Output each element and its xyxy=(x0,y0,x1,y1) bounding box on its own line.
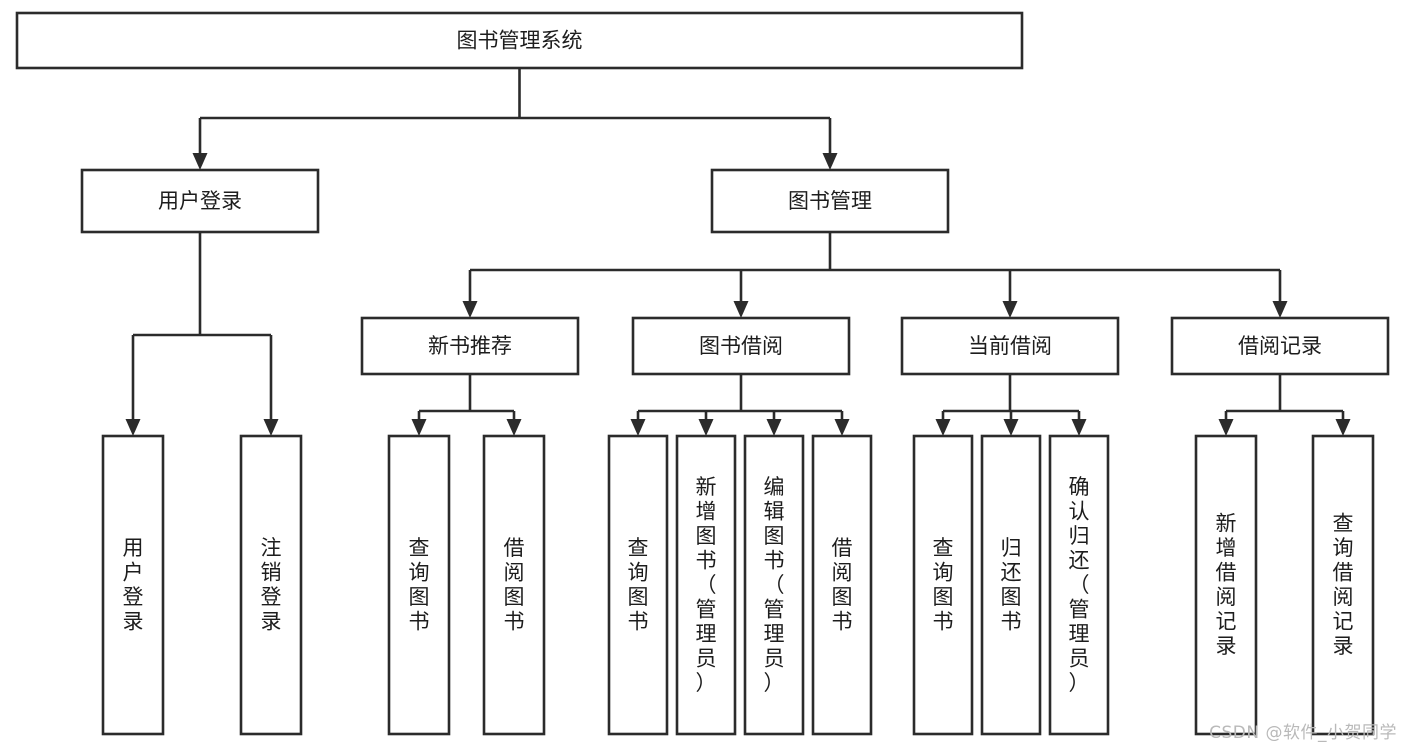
node-label-borrow-record: 借阅记录 xyxy=(1238,334,1322,358)
conn-borrow-record-arrow-1 xyxy=(1335,419,1351,436)
node-label-new-book-recommend: 新书推荐 xyxy=(428,334,512,358)
conn-book-management-arrow-2 xyxy=(1002,301,1018,318)
conn-new-book-recommend-arrow-1 xyxy=(506,419,522,436)
node-root[interactable]: 图书管理系统 xyxy=(15,11,1024,70)
node-box-leaf-borrow-book-recommend xyxy=(482,434,546,736)
node-leaf-query-book-current[interactable]: 查询图书 xyxy=(912,434,974,736)
conn-borrow-record-arrow-0 xyxy=(1218,419,1234,436)
node-label-current-borrow: 当前借阅 xyxy=(968,334,1052,358)
node-box-leaf-borrow-book xyxy=(811,434,873,736)
node-leaf-return-book[interactable]: 归还图书 xyxy=(980,434,1042,736)
node-box-leaf-user-login xyxy=(101,434,165,736)
node-leaf-query-book-borrow[interactable]: 查询图书 xyxy=(607,434,669,736)
node-label-leaf-confirm-return-admin: 确认归还（管理员） xyxy=(1069,475,1090,695)
node-box-leaf-edit-book-admin xyxy=(743,434,805,736)
node-layer: 图书管理系统用户登录图书管理新书推荐图书借阅当前借阅借阅记录用户登录注销登录查询… xyxy=(15,11,1390,736)
node-leaf-borrow-book[interactable]: 借阅图书 xyxy=(811,434,873,736)
node-label-leaf-return-book: 归还图书 xyxy=(1001,536,1022,634)
node-box-leaf-query-borrow-record xyxy=(1311,434,1375,736)
node-label-leaf-query-book-current: 查询图书 xyxy=(933,536,954,634)
conn-book-borrow-arrow-0 xyxy=(630,419,646,436)
conn-current-borrow-arrow-0 xyxy=(935,419,951,436)
node-label-leaf-borrow-book: 借阅图书 xyxy=(832,536,853,634)
connector-layer xyxy=(125,68,1351,436)
conn-user-login-arrow-0 xyxy=(125,419,141,436)
node-box-leaf-query-book-borrow xyxy=(607,434,669,736)
node-box-new-book-recommend xyxy=(360,316,580,376)
node-leaf-logout-login[interactable]: 注销登录 xyxy=(239,434,303,736)
node-box-leaf-add-book-admin xyxy=(675,434,737,736)
node-label-leaf-logout-login: 注销登录 xyxy=(261,536,282,634)
conn-book-borrow-arrow-2 xyxy=(766,419,782,436)
node-box-leaf-query-book-recommend xyxy=(387,434,451,736)
node-label-book-management: 图书管理 xyxy=(788,189,872,213)
node-box-user-login xyxy=(80,168,320,234)
node-box-current-borrow xyxy=(900,316,1120,376)
conn-book-management-arrow-0 xyxy=(462,301,478,318)
conn-book-borrow-arrow-1 xyxy=(698,419,714,436)
node-box-leaf-add-borrow-record xyxy=(1194,434,1258,736)
node-borrow-record[interactable]: 借阅记录 xyxy=(1170,316,1390,376)
node-label-leaf-query-borrow-record: 查询借阅记录 xyxy=(1333,512,1354,659)
node-label-leaf-query-book-recommend: 查询图书 xyxy=(409,536,430,634)
node-leaf-query-borrow-record[interactable]: 查询借阅记录 xyxy=(1311,434,1375,736)
node-label-leaf-add-borrow-record: 新增借阅记录 xyxy=(1216,512,1237,659)
node-leaf-query-book-recommend[interactable]: 查询图书 xyxy=(387,434,451,736)
node-label-book-borrow: 图书借阅 xyxy=(699,334,783,358)
node-leaf-user-login[interactable]: 用户登录 xyxy=(101,434,165,736)
node-label-leaf-add-book-admin: 新增图书（管理员） xyxy=(696,475,717,695)
node-label-leaf-user-login: 用户登录 xyxy=(123,536,144,634)
node-user-login[interactable]: 用户登录 xyxy=(80,168,320,234)
node-leaf-edit-book-admin[interactable]: 编辑图书（管理员） xyxy=(743,434,805,736)
conn-new-book-recommend-arrow-0 xyxy=(411,419,427,436)
node-current-borrow[interactable]: 当前借阅 xyxy=(900,316,1120,376)
node-box-root xyxy=(15,11,1024,70)
node-label-user-login: 用户登录 xyxy=(158,189,242,213)
conn-current-borrow-arrow-1 xyxy=(1003,419,1019,436)
node-label-root: 图书管理系统 xyxy=(457,29,583,53)
conn-book-borrow-arrow-3 xyxy=(834,419,850,436)
node-label-leaf-borrow-book-recommend: 借阅图书 xyxy=(504,536,525,634)
node-box-leaf-query-book-current xyxy=(912,434,974,736)
node-box-leaf-return-book xyxy=(980,434,1042,736)
conn-book-management-arrow-1 xyxy=(733,301,749,318)
node-box-leaf-confirm-return-admin xyxy=(1048,434,1110,736)
csdn-watermark: CSDN @软件_小贺同学 xyxy=(1209,723,1397,743)
node-label-leaf-query-book-borrow: 查询图书 xyxy=(628,536,649,634)
conn-user-login-arrow-1 xyxy=(263,419,279,436)
node-box-borrow-record xyxy=(1170,316,1390,376)
conn-current-borrow-arrow-2 xyxy=(1071,419,1087,436)
node-box-book-borrow xyxy=(631,316,851,376)
node-book-management[interactable]: 图书管理 xyxy=(710,168,950,234)
conn-root-arrow-1 xyxy=(822,153,838,170)
node-new-book-recommend[interactable]: 新书推荐 xyxy=(360,316,580,376)
node-leaf-confirm-return-admin[interactable]: 确认归还（管理员） xyxy=(1048,434,1110,736)
node-leaf-borrow-book-recommend[interactable]: 借阅图书 xyxy=(482,434,546,736)
conn-book-management-arrow-3 xyxy=(1272,301,1288,318)
node-leaf-add-book-admin[interactable]: 新增图书（管理员） xyxy=(675,434,737,736)
node-box-book-management xyxy=(710,168,950,234)
node-book-borrow[interactable]: 图书借阅 xyxy=(631,316,851,376)
node-leaf-add-borrow-record[interactable]: 新增借阅记录 xyxy=(1194,434,1258,736)
node-box-leaf-logout-login xyxy=(239,434,303,736)
node-label-leaf-edit-book-admin: 编辑图书（管理员） xyxy=(764,475,785,695)
conn-root-arrow-0 xyxy=(192,153,208,170)
